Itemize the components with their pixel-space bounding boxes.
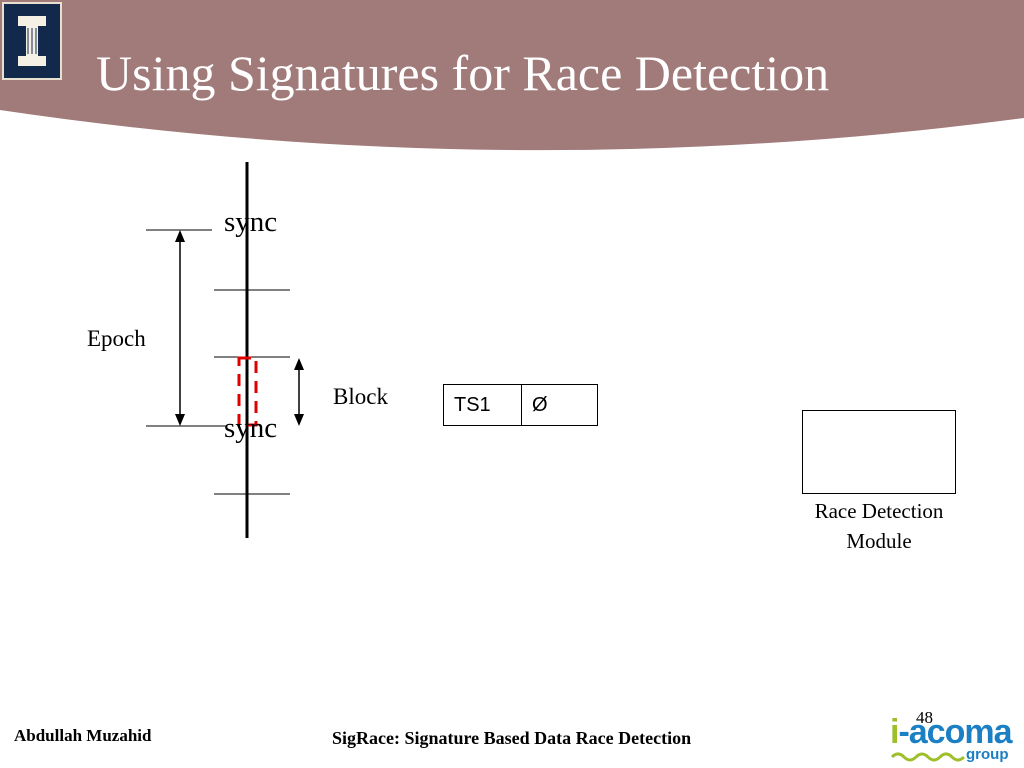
block-arrow-down bbox=[294, 414, 304, 426]
block-arrow-up bbox=[294, 358, 304, 370]
wave-icon bbox=[890, 752, 966, 762]
epoch-label: Epoch bbox=[87, 326, 146, 351]
university-logo bbox=[2, 2, 62, 80]
brand-rest: -acoma bbox=[898, 713, 1012, 751]
rdm-label-line-2: Module bbox=[846, 529, 912, 553]
talk-title: SigRace: Signature Based Data Race Detec… bbox=[332, 728, 692, 748]
epoch-arrow-up bbox=[175, 230, 185, 242]
header-band bbox=[0, 0, 1024, 151]
sync-label-top: sync bbox=[224, 206, 278, 238]
brand-sub: group bbox=[966, 746, 1009, 763]
current-block-highlight bbox=[237, 356, 258, 427]
block-i-icon bbox=[18, 16, 46, 66]
block-label: Block bbox=[333, 384, 388, 409]
race-detection-module-box bbox=[802, 410, 956, 494]
rdm-label-line-1: Race Detection bbox=[814, 499, 944, 523]
sync-label-bottom: sync bbox=[224, 412, 278, 444]
signature-value-cell: Ø bbox=[521, 384, 598, 426]
brand-i: i bbox=[890, 713, 900, 751]
page-number: 48 bbox=[916, 708, 933, 727]
slide-title: Using Signatures for Race Detection bbox=[96, 45, 830, 101]
author-name: Abdullah Muzahid bbox=[14, 726, 152, 745]
iacoma-group-logo: i-acoma group bbox=[890, 712, 1020, 764]
epoch-arrow-down bbox=[175, 414, 185, 426]
race-detection-module-label: Race Detection Module bbox=[790, 496, 968, 556]
brand-wordmark: i-acoma bbox=[890, 712, 1013, 752]
signature-thread-cell: TS1 bbox=[443, 384, 522, 426]
